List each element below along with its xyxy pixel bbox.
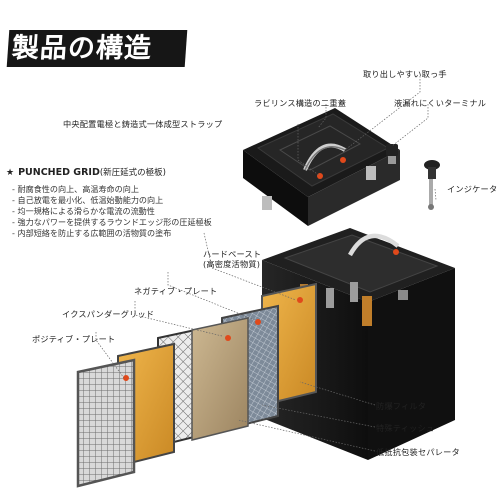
features-list: 耐腐食性の向上、高温寿命の向上 自己放電を最小化、低温始動能力の向上 均一規格に…	[12, 184, 212, 239]
label-hard-paste-line1: ハードペースト	[203, 249, 262, 259]
feature-item: 耐腐食性の向上、高温寿命の向上	[12, 184, 212, 195]
features-heading-sub: (新圧延式の極板)	[99, 168, 166, 178]
feature-item: 内部短絡を防止する広範囲の活物質の塗布	[12, 228, 212, 239]
marker-dot	[255, 319, 261, 325]
label-special-tissue: 特殊ティッシュ	[376, 423, 435, 433]
features-heading: ★PUNCHED GRID(新圧延式の極板)	[6, 166, 166, 178]
feature-item: 自己放電を最小化、低温始動能力の向上	[12, 195, 212, 206]
label-labyrinth-lid: ラビリンス構造の二重蓋	[254, 98, 347, 108]
terminal-part	[386, 144, 398, 164]
star-icon: ★	[6, 168, 15, 178]
features-heading-text: PUNCHED GRID	[18, 167, 100, 178]
marker-dot	[393, 249, 399, 255]
marker-dot	[225, 335, 231, 341]
feature-item: 均一規格による滑らかな電流の流動性	[12, 206, 212, 217]
label-strap: 中央配置電極と鋳造式一体成型ストラップ	[63, 119, 223, 129]
label-expander-grid: イクスパンダーグリッド	[62, 309, 155, 319]
label-positive-plate: ポジティブ・プレート	[32, 334, 116, 344]
tissue-sheet	[191, 317, 249, 441]
label-terminal: 液漏れにくいターミナル	[394, 98, 487, 108]
marker-dot	[123, 375, 129, 381]
label-separator: 低抵抗包装セパレータ	[376, 447, 460, 457]
label-hard-paste-line2: (高密度活物質)	[203, 259, 261, 269]
indicator-part	[424, 160, 440, 210]
leader-lines	[95, 76, 437, 452]
label-negative-plate: ネガティブ・プレート	[134, 286, 218, 296]
marker-dot	[297, 297, 303, 303]
label-indicator: インジケータ	[447, 184, 498, 194]
feature-item: 強力なパワーを提供するラウンドエッジ形の圧延極板	[12, 217, 212, 228]
label-handle: 取り出しやすい取っ手	[363, 69, 447, 79]
battery-lid	[243, 108, 400, 226]
label-hard-paste: ハードペースト (高密度活物質)	[203, 249, 261, 269]
positive-plate	[76, 358, 136, 488]
marker-dot	[340, 157, 346, 163]
label-explosion-filter: 防爆フィルタ	[376, 401, 427, 411]
